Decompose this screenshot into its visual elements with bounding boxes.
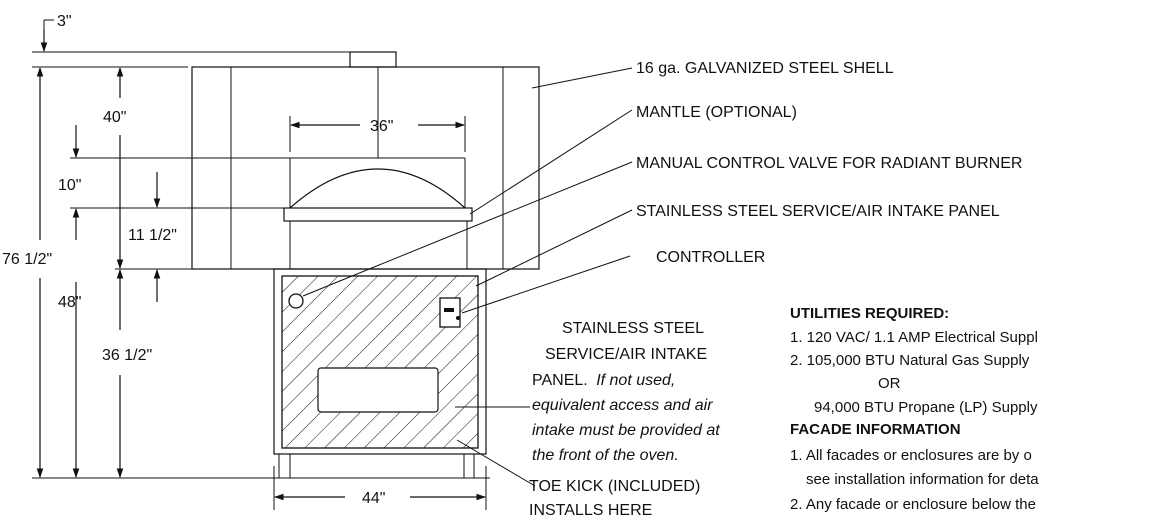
valve-knob: [288, 293, 304, 309]
dim-76-5in: 76 1/2": [2, 251, 52, 268]
oven-outline: [191, 51, 540, 479]
callout-control-valve: MANUAL CONTROL VALVE FOR RADIANT BURNER: [636, 155, 1022, 172]
callout-controller: CONTROLLER: [656, 249, 765, 266]
toe-kick-line1: TOE KICK (INCLUDED): [529, 478, 700, 495]
utilities-item-1: 1. 120 VAC/ 1.1 AMP Electrical Suppl: [790, 329, 1038, 346]
panel-note-line3-italic: If not used,: [596, 372, 675, 389]
utilities-item-2: 2. 105,000 BTU Natural Gas Supply: [790, 352, 1030, 369]
panel-note-line1: STAINLESS STEEL: [562, 320, 704, 337]
panel-note-line2: SERVICE/AIR INTAKE: [545, 346, 707, 363]
dim-36-5in: 36 1/2": [102, 347, 152, 364]
facade-item-1: 1. All facades or enclosures are by o: [790, 447, 1032, 464]
facade-item-2: 2. Any facade or enclosure below the: [790, 496, 1036, 513]
facade-block: FACADE INFORMATION 1. All facades or enc…: [790, 421, 1039, 513]
panel-note-line4: equivalent access and air: [532, 397, 713, 414]
dimension-labels: 3" 40" 36" 10" 11 1/2" 76 1/2" 48" 36 1/…: [2, 13, 393, 507]
toe-kick-note: TOE KICK (INCLUDED) INSTALLS HERE: [529, 478, 700, 519]
callouts: 16 ga. GALVANIZED STEEL SHELL MANTLE (OP…: [636, 60, 1022, 266]
panel-note-line3: PANEL.: [532, 372, 588, 389]
leader-lines: [302, 67, 633, 487]
utilities-heading: UTILITIES REQUIRED:: [790, 305, 949, 322]
dimension-lines: [32, 19, 487, 510]
callout-steel-shell: 16 ga. GALVANIZED STEEL SHELL: [636, 60, 894, 77]
chimney: [349, 51, 397, 68]
utilities-block: UTILITIES REQUIRED: 1. 120 VAC/ 1.1 AMP …: [790, 305, 1038, 416]
utilities-item-3: 94,000 BTU Propane (LP) Supply: [814, 399, 1038, 416]
facade-heading: FACADE INFORMATION: [790, 421, 961, 438]
dim-10in: 10": [58, 177, 81, 194]
facade-item-1b: see installation information for deta: [806, 471, 1039, 488]
utilities-or: OR: [878, 375, 901, 392]
mantle: [283, 207, 473, 222]
dim-48in: 48": [58, 294, 81, 311]
dim-36in: 36": [370, 118, 393, 135]
service-panel-box: [273, 268, 487, 455]
dim-44in: 44": [362, 490, 385, 507]
controller-box: [439, 297, 461, 328]
dim-3in: 3": [57, 13, 72, 30]
svg-text:PANEL. If not used,: PANEL. If not used,: [532, 372, 675, 389]
callout-mantle: MANTLE (OPTIONAL): [636, 104, 797, 121]
panel-note: STAINLESS STEEL SERVICE/AIR INTAKE PANEL…: [532, 320, 720, 464]
steel-shell: [191, 66, 540, 270]
toe-kick-line2: INSTALLS HERE: [529, 502, 652, 519]
dim-40in: 40": [103, 109, 126, 126]
dim-11-5in: 11 1/2": [128, 227, 177, 244]
callout-service-panel: STAINLESS STEEL SERVICE/AIR INTAKE PANEL: [636, 203, 1000, 220]
oven-dome: [289, 168, 466, 209]
panel-note-line5: intake must be provided at: [532, 422, 720, 439]
panel-opening: [317, 367, 439, 413]
panel-note-line6: the front of the oven.: [532, 447, 679, 464]
